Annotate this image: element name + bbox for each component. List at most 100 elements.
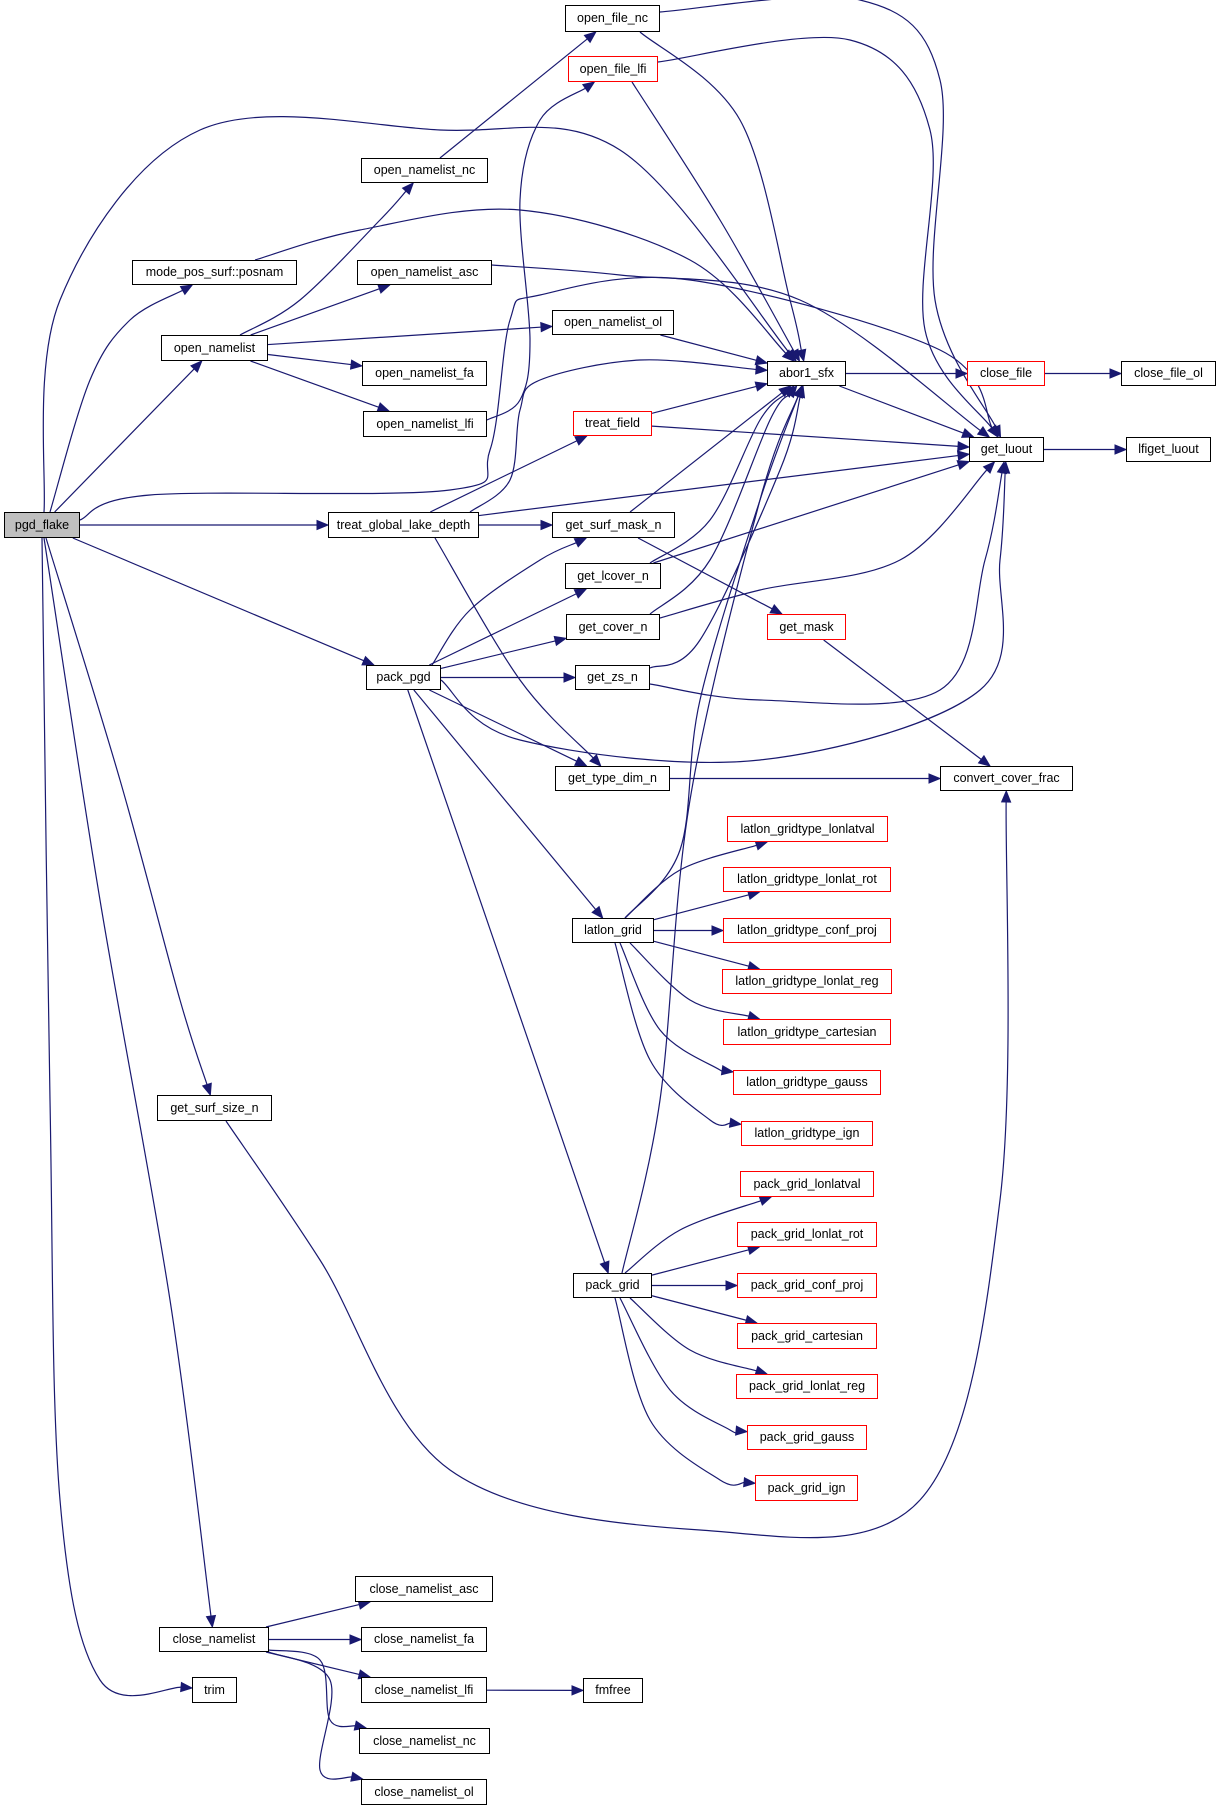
node-latlon-gridtype-lonlat-reg[interactable]: latlon_gridtype_lonlat_reg <box>722 969 892 994</box>
node-trim[interactable]: trim <box>192 1677 237 1703</box>
edge-pgd-flake-to-get-surf-size-n <box>45 537 208 1086</box>
edge-open-namelist-to-open-namelist-lfi <box>250 360 380 409</box>
node-latlon-gridtype-gauss[interactable]: latlon_gridtype_gauss <box>733 1070 881 1095</box>
node-get-lcover-n[interactable]: get_lcover_n <box>565 563 661 589</box>
node-treat-field[interactable]: treat_field <box>573 411 652 436</box>
edge-latlon-grid-to-latlon-gridtype-ign <box>614 942 732 1127</box>
node-get-surf-mask-n[interactable]: get_surf_mask_n <box>552 512 675 538</box>
node-fmfree[interactable]: fmfree <box>583 1678 643 1703</box>
node-pack-grid-lonlat-rot[interactable]: pack_grid_lonlat_rot <box>737 1222 877 1247</box>
node-close-namelist-fa[interactable]: close_namelist_fa <box>361 1627 487 1652</box>
edge-pack-grid-to-pack-grid-lonlatval <box>624 1199 762 1274</box>
node-pack-grid-cartesian[interactable]: pack_grid_cartesian <box>737 1323 877 1349</box>
node-open-namelist-ol[interactable]: open_namelist_ol <box>552 310 674 335</box>
node-pack-grid-conf-proj[interactable]: pack_grid_conf_proj <box>737 1273 877 1298</box>
node-label: latlon_gridtype_lonlat_rot <box>737 872 877 886</box>
arrowhead-pack-pgd-to-pack-grid <box>599 1260 610 1275</box>
edge-treat-field-to-abor1-sfx <box>651 385 758 414</box>
arrowhead-open-file-lfi-to-abor1-sfx <box>789 348 801 363</box>
node-latlon-grid[interactable]: latlon_grid <box>572 918 654 943</box>
node-label: latlon_gridtype_ign <box>754 1126 860 1140</box>
arrowhead-pack-pgd-to-get-surf-mask-n <box>573 537 588 548</box>
node-latlon-gridtype-cartesian[interactable]: latlon_gridtype_cartesian <box>723 1019 891 1045</box>
node-close-file[interactable]: close_file <box>967 361 1045 386</box>
node-latlon-gridtype-ign[interactable]: latlon_gridtype_ign <box>741 1121 873 1146</box>
arrowhead-pgd-flake-to-get-surf-size-n <box>201 1082 212 1097</box>
node-open-namelist-lfi[interactable]: open_namelist_lfi <box>363 411 487 437</box>
node-get-zs-n[interactable]: get_zs_n <box>575 665 650 690</box>
node-latlon-gridtype-lonlat-rot[interactable]: latlon_gridtype_lonlat_rot <box>723 867 891 892</box>
node-pack-grid-lonlatval[interactable]: pack_grid_lonlatval <box>740 1171 874 1197</box>
node-open-namelist-asc[interactable]: open_namelist_asc <box>357 260 492 285</box>
node-label: open_file_lfi <box>579 62 647 76</box>
node-close-namelist-lfi[interactable]: close_namelist_lfi <box>361 1677 487 1703</box>
arrowhead-pack-grid-to-pack-grid-conf-proj <box>725 1280 739 1291</box>
node-pack-pgd[interactable]: pack_pgd <box>366 665 441 690</box>
node-get-mask[interactable]: get_mask <box>767 614 846 640</box>
node-close-namelist-nc[interactable]: close_namelist_nc <box>359 1728 490 1754</box>
node-label: pack_grid_lonlat_rot <box>750 1227 864 1241</box>
node-label: pack_grid_ign <box>767 1481 846 1495</box>
node-treat-global-lake-depth[interactable]: treat_global_lake_depth <box>328 512 479 538</box>
node-label: close_namelist_asc <box>369 1582 479 1596</box>
node-pack-grid-ign[interactable]: pack_grid_ign <box>755 1475 858 1501</box>
node-close-namelist-asc[interactable]: close_namelist_asc <box>355 1576 493 1602</box>
node-latlon-gridtype-conf-proj[interactable]: latlon_gridtype_conf_proj <box>723 918 891 943</box>
edge-pack-pgd-to-get-surf-mask-n <box>431 541 578 666</box>
arrowhead-close-file-to-close-file-ol <box>1109 368 1123 379</box>
node-open-file-nc[interactable]: open_file_nc <box>565 5 660 32</box>
node-lfiget-luout[interactable]: lfiget_luout <box>1126 437 1211 462</box>
node-open-file-lfi[interactable]: open_file_lfi <box>568 56 658 82</box>
arrowhead-pgd-flake-to-treat-global-lake-depth <box>316 519 330 531</box>
edge-get-surf-mask-n-to-abor1-sfx <box>629 391 784 513</box>
node-close-namelist-ol[interactable]: close_namelist_ol <box>361 1779 487 1805</box>
arrowhead-pgd-flake-to-open-namelist <box>190 360 203 373</box>
arrowhead-open-namelist-to-open-namelist-fa <box>349 359 364 370</box>
node-mode-pos-surf-posnam[interactable]: mode_pos_surf::posnam <box>132 260 297 285</box>
node-open-namelist[interactable]: open_namelist <box>161 335 268 361</box>
node-pgd-flake[interactable]: pgd_flake <box>4 512 80 538</box>
arrowhead-get-cover-n-to-get-luout <box>982 461 996 474</box>
node-latlon-gridtype-lonlatval[interactable]: latlon_gridtype_lonlatval <box>727 816 888 842</box>
arrowhead-open-namelist-ol-to-abor1-sfx <box>754 355 769 366</box>
node-pack-grid-gauss[interactable]: pack_grid_gauss <box>747 1425 867 1450</box>
node-label: latlon_grid <box>584 923 642 937</box>
edge-open-file-lfi-to-get-luout <box>657 36 993 430</box>
edge-open-namelist-lfi-to-open-file-lfi <box>486 87 587 421</box>
arrowhead-open-namelist-to-open-namelist-nc <box>401 182 415 196</box>
node-label: open_namelist <box>173 341 256 355</box>
edge-get-surf-size-n-to-convert-cover-frac <box>225 800 1009 1539</box>
edge-open-namelist-to-open-namelist-fa <box>267 353 353 366</box>
node-close-namelist[interactable]: close_namelist <box>159 1627 269 1652</box>
node-get-luout[interactable]: get_luout <box>969 437 1044 462</box>
node-abor1-sfx[interactable]: abor1_sfx <box>767 361 846 386</box>
arrowhead-latlon-grid-to-latlon-gridtype-ign <box>728 1117 743 1128</box>
arrowhead-pgd-flake-to-pack-pgd <box>361 655 376 666</box>
node-label: get_mask <box>779 620 834 634</box>
arrowhead-abor1-sfx-to-close-file <box>955 368 969 379</box>
node-pack-grid[interactable]: pack_grid <box>573 1273 652 1298</box>
node-label: latlon_gridtype_lonlatval <box>740 822 875 836</box>
node-label: trim <box>204 1683 225 1697</box>
node-label: treat_global_lake_depth <box>336 518 471 532</box>
node-label: pack_pgd <box>376 670 431 684</box>
arrowhead-get-surf-mask-n-to-get-mask <box>769 603 784 615</box>
node-close-file-ol[interactable]: close_file_ol <box>1121 361 1216 386</box>
node-label: pack_grid_lonlatval <box>753 1177 861 1191</box>
edge-pack-grid-to-abor1-sfx <box>621 395 800 1274</box>
arrowhead-open-file-lfi-to-get-luout <box>987 424 999 439</box>
node-label: convert_cover_frac <box>953 771 1060 785</box>
node-convert-cover-frac[interactable]: convert_cover_frac <box>940 766 1073 791</box>
node-get-type-dim-n[interactable]: get_type_dim_n <box>555 766 670 791</box>
arrowhead-treat-global-lake-depth-to-get-type-dim-n <box>589 754 602 767</box>
edge-pgd-flake-to-close-namelist <box>43 537 212 1618</box>
node-get-surf-size-n[interactable]: get_surf_size_n <box>157 1095 272 1121</box>
node-pack-grid-lonlat-reg[interactable]: pack_grid_lonlat_reg <box>736 1374 878 1399</box>
arrowhead-pack-pgd-to-latlon-grid <box>591 905 604 920</box>
node-open-namelist-fa[interactable]: open_namelist_fa <box>362 361 487 386</box>
node-open-namelist-nc[interactable]: open_namelist_nc <box>361 158 488 183</box>
edge-open-file-lfi-to-abor1-sfx <box>631 81 796 353</box>
node-get-cover-n[interactable]: get_cover_n <box>566 614 660 640</box>
arrowhead-open-namelist-to-open-namelist-asc <box>377 283 391 294</box>
